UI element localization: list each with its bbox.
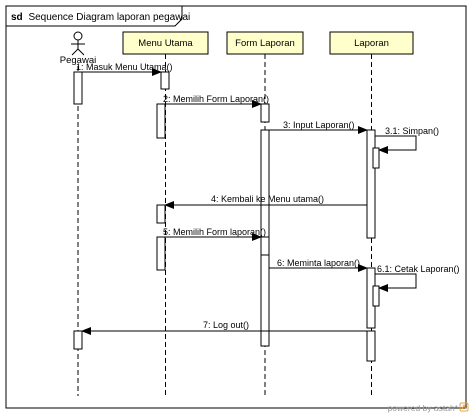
activation-menu-2 [156, 103, 166, 139]
actor-leg-right [77, 48, 85, 56]
lifeline-label-form-laporan: Form Laporan [235, 38, 295, 49]
activation-menu-4 [156, 236, 166, 271]
activation-laporan-self-1 [372, 147, 380, 169]
message-label-3: 3: Input Laporan() [283, 120, 355, 130]
message-label-4: 4: Kembali ke Menu utama() [211, 194, 324, 204]
actor-leg-left [71, 48, 79, 56]
astah-logo-icon [459, 402, 469, 412]
message-label-6: 6: Meminta laporan() [277, 258, 360, 268]
footer-powered-by: powered by astah* [388, 403, 459, 413]
message-arrow-6-1 [375, 273, 417, 292]
actor-head [73, 31, 83, 41]
activation-form-1 [260, 103, 270, 123]
frame-title-tab [5, 5, 183, 27]
message-label-6-1: 6.1: Cetak Laporan() [377, 264, 460, 274]
activation-laporan-3 [366, 330, 376, 362]
frame-title: sd Sequence Diagram laporan pegawai [11, 12, 190, 23]
message-label-7: 7: Log out() [203, 320, 249, 330]
activation-pegawai-2 [73, 330, 83, 350]
activation-form-3 [260, 236, 270, 256]
actor-pegawai: Pegawai [60, 31, 96, 66]
frame-keyword: sd [11, 12, 23, 23]
message-label-2: 2: Memilih Form Laporan() [163, 94, 269, 104]
activation-pegawai-1 [73, 71, 83, 105]
lifeline-label-laporan: Laporan [354, 38, 389, 49]
lifeline-label-menu-utama: Menu Utama [138, 38, 193, 49]
message-label-1: 1: Masuk Menu Utama() [76, 62, 173, 72]
diagram-frame [5, 5, 467, 409]
activation-menu-3 [156, 204, 166, 224]
message-label-3-1: 3.1: Simpan() [385, 126, 439, 136]
message-label-5: 5: Memilih Form laporan() [163, 227, 266, 237]
frame-title-text: Sequence Diagram laporan pegawai [28, 12, 190, 23]
lifeline-label-pegawai: Pegawai [60, 55, 96, 66]
activation-laporan-1 [366, 129, 376, 239]
activation-menu-1 [160, 71, 170, 90]
message-arrow-3-1 [375, 135, 417, 154]
activation-laporan-self-2 [372, 285, 380, 307]
